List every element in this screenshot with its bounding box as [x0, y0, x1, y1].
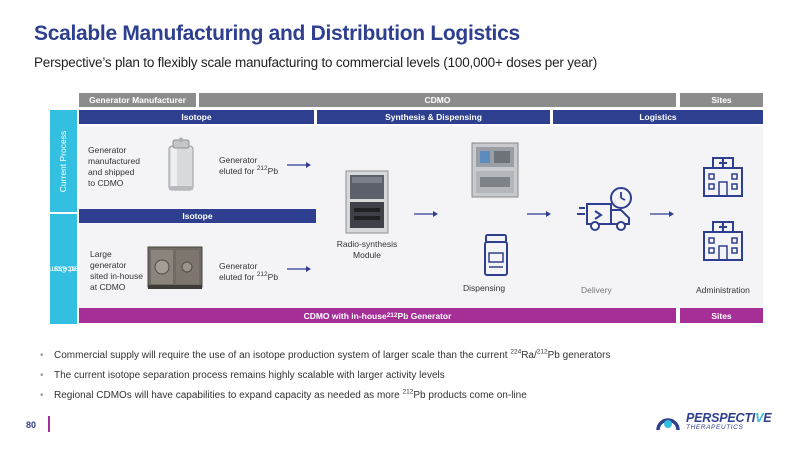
arrow-right-icon: [414, 211, 438, 217]
bar-isotope: Isotope: [79, 110, 314, 124]
current-eluted-text: Generator eluted for 212Pb: [219, 155, 278, 177]
scaled-eluted-text: Generator eluted for 212Pb: [219, 261, 278, 283]
row-label-current-text: Current Process: [58, 130, 69, 192]
bullet-item: • Commercial supply will require the use…: [40, 348, 760, 361]
dispensing-label: Dispensing: [463, 283, 506, 293]
scaled-eluted-sup: 212: [256, 271, 268, 279]
scaled-generator-line1: Large: [90, 249, 112, 259]
scaled-generator-line2: generator: [90, 260, 127, 270]
bullet-dot: •: [40, 390, 44, 401]
current-generator-text: Generator manufactured and shipped to CD…: [88, 145, 140, 189]
arrow-right-icon: [287, 266, 311, 272]
bar-logistics: Logistics: [553, 110, 763, 124]
hospital-icon: [703, 221, 743, 261]
page-number-divider: [48, 416, 50, 432]
bar-synthesis-dispensing: Synthesis & Dispensing: [317, 110, 550, 124]
logo-wordmark: PERSPECTIVE: [686, 410, 772, 425]
bullet-item: • The current isotope separation process…: [40, 370, 760, 381]
bullet-1-text: Commercial supply will require the use o…: [54, 350, 511, 361]
page-number: 80: [26, 420, 37, 430]
scaled-generator-line3: sited in-house: [90, 271, 143, 281]
arrow-right-icon: [287, 162, 311, 168]
scaled-eluted-line2: eluted for: [219, 272, 257, 282]
bar-cdmo-in-house-suffix: Pb Generator: [397, 310, 452, 321]
delivery-truck-icon: [577, 187, 632, 231]
bullet-dot: •: [40, 350, 44, 361]
bullet-1-mid: Ra/: [521, 350, 537, 361]
dispensing-bottle-icon: [484, 234, 508, 276]
bullet-2-text: The current isotope separation process r…: [54, 370, 445, 381]
arrow-right-icon: [650, 211, 674, 217]
bar-cdmo-in-house-prefix: CDMO with in-house: [303, 310, 387, 321]
logo-wordmark-part1: PERSPECTI: [686, 410, 756, 425]
scaled-generator-text: Large generator sited in-house at CDMO: [90, 249, 143, 293]
current-generator-line3: and shipped: [88, 167, 135, 177]
bullet-list: • Commercial supply will require the use…: [40, 348, 760, 410]
bullet-dot: •: [40, 370, 44, 381]
module-label-line2: Module: [353, 250, 381, 260]
module-label-line1: Radio-synthesis: [336, 239, 398, 249]
logo-wordmark-accent: V: [755, 410, 764, 425]
bullet-1-sup1: 224: [510, 348, 522, 356]
bullet-1-post: Pb generators: [547, 350, 611, 361]
synthesis-module-icon: [345, 170, 389, 234]
bar-sites-top: Sites: [680, 93, 763, 107]
scaled-eluted-element: Pb: [267, 272, 279, 282]
row-label-current: Current Process: [50, 110, 77, 212]
arrow-right-icon: [527, 211, 551, 217]
logo-wordmark-part2: E: [763, 410, 772, 425]
bar-isotope-scaled: Isotope: [79, 209, 316, 223]
delivery-label: Delivery: [581, 285, 612, 295]
logo-mark-icon: [656, 418, 680, 431]
current-eluted-sup: 212: [256, 165, 268, 173]
current-eluted-element: Pb: [267, 166, 279, 176]
bullet-item: • Regional CDMOs will have capabilities …: [40, 388, 760, 401]
page-subtitle: Perspective’s plan to flexibly scale man…: [34, 55, 598, 70]
bullet-3-sup: 212: [402, 388, 414, 396]
scaled-eluted-line1: Generator: [219, 261, 258, 271]
bullet-3-post: Pb products come on-line: [413, 390, 527, 401]
large-generator-icon: [147, 246, 203, 289]
bar-sites-bottom: Sites: [680, 308, 763, 323]
current-eluted-line2: eluted for: [219, 166, 257, 176]
page-title: Scalable Manufacturing and Distribution …: [34, 22, 520, 45]
scaled-generator-line4: at CDMO: [90, 282, 126, 292]
dispensing-cabinet-icon: [471, 142, 519, 198]
generator-canister-icon: [168, 137, 194, 191]
current-generator-line2: manufactured: [88, 156, 140, 166]
current-generator-line4: to CDMO: [88, 178, 124, 188]
bar-generator-manufacturer: Generator Manufacturer: [79, 93, 196, 107]
module-label: Radio-synthesis Module: [330, 239, 404, 261]
bullet-3-text: Regional CDMOs will have capabilities to…: [54, 390, 403, 401]
current-eluted-line1: Generator: [219, 155, 258, 165]
company-logo: PERSPECTIVE THERAPEUTICS: [655, 408, 772, 434]
hospital-icon: [703, 157, 743, 197]
logo-subtitle: THERAPEUTICS: [686, 423, 744, 431]
bullet-1-sup2: 212: [536, 348, 548, 356]
current-generator-line1: Generator: [88, 145, 127, 155]
administration-label: Administration: [696, 285, 750, 295]
bar-cdmo: CDMO: [199, 93, 676, 107]
